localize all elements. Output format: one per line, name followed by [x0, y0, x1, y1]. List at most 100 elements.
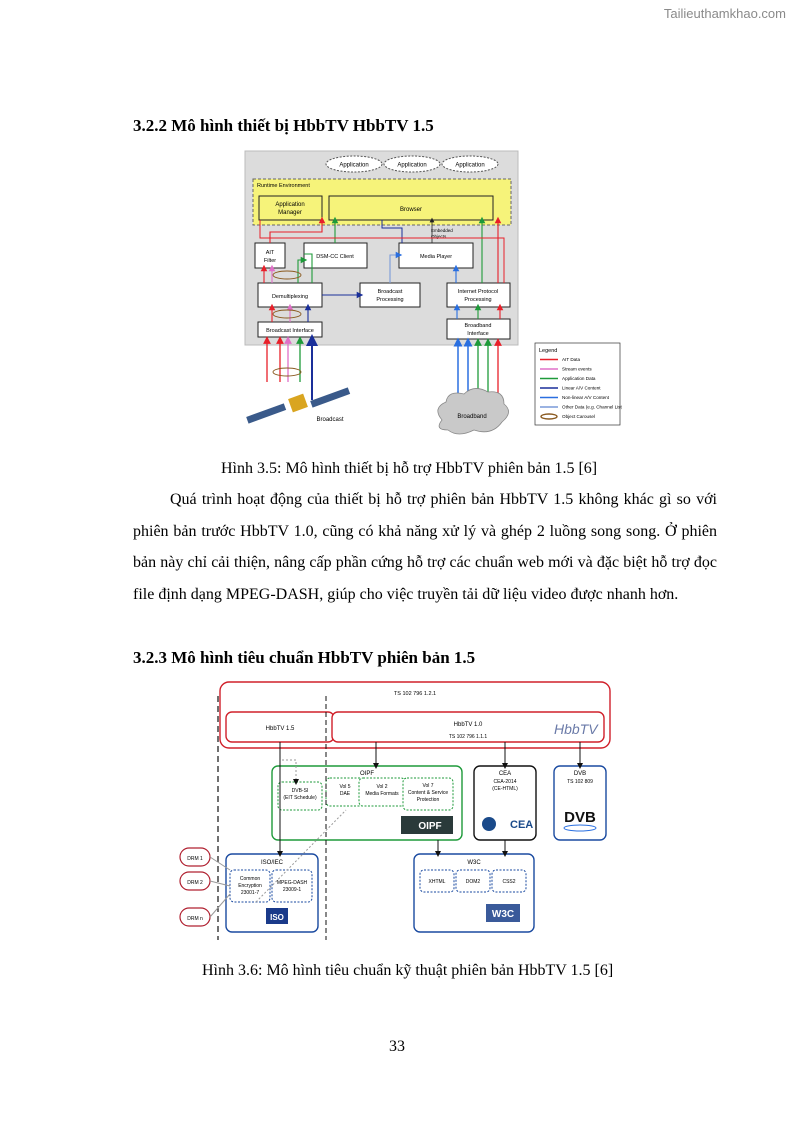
svg-text:DRM n: DRM n: [187, 916, 203, 922]
hbbtv-10-box: [331, 711, 605, 743]
figure-3-5-caption: Hình 3.5: Mô hình thiết bị hỗ trợ HbbTV …: [221, 460, 598, 477]
svg-text:Application: Application: [275, 202, 304, 208]
figure-3-6-standards-model: TS 102 796 1.2.1 HbbTV 1.5 HbbTV 1.0 TS …: [179, 681, 611, 940]
application-label-1: Application: [339, 163, 368, 169]
cea-logo-mark: [482, 817, 496, 831]
svg-text:DRM 2: DRM 2: [187, 880, 203, 886]
browser-label: Browser: [400, 207, 422, 213]
browser-box: [328, 195, 494, 221]
application-manager-box: [258, 195, 323, 221]
application-label-3: Application: [455, 163, 484, 169]
hbbtv-logo: HbbTV: [554, 721, 599, 737]
svg-text:Media Player: Media Player: [420, 254, 452, 260]
oipf-logo: [401, 816, 453, 834]
svg-text:Vol 7: Vol 7: [422, 783, 433, 789]
figure-3-5-device-model: Application Application Application Runt…: [244, 150, 622, 435]
svg-text:Media Formats: Media Formats: [365, 791, 399, 797]
svg-text:AIT: AIT: [266, 250, 275, 256]
legend-title: Legend: [539, 348, 557, 354]
object-carousel-ring-2: [272, 309, 302, 319]
broadband-cloud: [437, 388, 509, 435]
svg-text:Processing: Processing: [464, 297, 491, 303]
body-paragraph: Quá trình hoạt động của thiết bị hỗ trợ …: [133, 491, 717, 603]
dsmcc-client-box: [303, 242, 368, 269]
svg-text:DVB-SI: DVB-SI: [292, 788, 309, 794]
legend-label: Object Carousel: [562, 414, 595, 419]
iso-logo: [266, 908, 288, 924]
svg-text:HbbTV 1.5: HbbTV 1.5: [266, 726, 295, 732]
svg-text:Internet Protocol: Internet Protocol: [458, 289, 498, 295]
legend-swatch: [540, 413, 558, 420]
svg-text:CEA: CEA: [499, 771, 511, 777]
svg-text:ISO/IEC: ISO/IEC: [261, 860, 284, 866]
figure-3-6-caption: Hình 3.6: Mô hình tiêu chuẩn kỹ thuật ph…: [202, 962, 614, 979]
svg-text:DAE: DAE: [340, 791, 351, 797]
svg-text:Broadcast: Broadcast: [378, 289, 403, 295]
svg-text:TS 102 809: TS 102 809: [567, 779, 593, 785]
svg-text:Vol 2: Vol 2: [376, 784, 387, 790]
cea-logo: CEA: [510, 819, 533, 831]
svg-text:Broadband: Broadband: [465, 323, 492, 329]
svg-text:Content & Service: Content & Service: [408, 790, 449, 796]
legend-label: AIT Data: [562, 357, 580, 362]
svg-text:Broadcast Interface: Broadcast Interface: [266, 328, 314, 334]
watermark: Tailieuthamkhao.com: [663, 6, 786, 21]
svg-text:HbbTV 1.0: HbbTV 1.0: [454, 722, 483, 728]
broadcast-processing-box: [359, 282, 421, 308]
svg-text:23001-7: 23001-7: [241, 890, 260, 896]
runtime-label: Runtime Environment: [257, 183, 310, 189]
svg-text:23009-1: 23009-1: [283, 887, 302, 893]
svg-text:Demultiplexing: Demultiplexing: [272, 294, 308, 300]
svg-text:OIPF: OIPF: [418, 821, 441, 832]
svg-text:Filter: Filter: [264, 258, 276, 264]
svg-text:MPEG-DASH: MPEG-DASH: [277, 880, 308, 886]
svg-text:Interface: Interface: [467, 331, 488, 337]
legend-box: [534, 342, 621, 426]
object-carousel-ring-1: [272, 270, 302, 280]
legend-label: Application Data: [562, 376, 596, 381]
section-title-3-2-3: 3.2.3 Mô hình tiêu chuẩn HbbTV phiên bản…: [133, 648, 476, 667]
svg-text:CEA-2014: CEA-2014: [493, 779, 516, 785]
application-label-2: Application: [397, 163, 426, 169]
svg-text:OIPF: OIPF: [360, 771, 374, 777]
legend-label: Stream events: [562, 367, 592, 372]
satellite-icon: [246, 387, 351, 424]
broadcast-source-label: Broadcast: [316, 417, 343, 423]
svg-text:DSM-CC Client: DSM-CC Client: [316, 254, 354, 260]
demultiplexing-box: [257, 282, 323, 308]
application-ellipse-3: [441, 155, 499, 173]
svg-text:ISO: ISO: [270, 913, 284, 922]
svg-text:W3C: W3C: [467, 860, 481, 866]
svg-text:CSS2: CSS2: [502, 879, 515, 885]
legend-label: Other Data (e.g. Channel List): [562, 405, 622, 410]
svg-text:TS 102 796 1.2.1: TS 102 796 1.2.1: [394, 691, 436, 697]
legend-label: Linear A/V Content: [562, 386, 601, 391]
svg-text:(CE-HTML): (CE-HTML): [492, 786, 518, 792]
svg-text:Encryption: Encryption: [238, 883, 262, 889]
application-ellipse-2: [383, 155, 441, 173]
svg-text:Processing: Processing: [376, 297, 403, 303]
svg-text:Objects: Objects: [431, 234, 447, 239]
section-title-3-2-2: 3.2.2 Mô hình thiết bị HbbTV HbbTV 1.5: [133, 116, 434, 135]
svg-text:W3C: W3C: [492, 909, 514, 920]
svg-text:(EIT Schedule): (EIT Schedule): [283, 795, 317, 801]
application-ellipse-1: [325, 155, 383, 173]
media-player-box: [398, 242, 474, 269]
svg-text:TS 102 796 1.1.1: TS 102 796 1.1.1: [449, 734, 488, 740]
svg-text:DOM2: DOM2: [466, 879, 481, 885]
svg-text:DVB: DVB: [574, 771, 586, 777]
page-number: 33: [389, 1038, 405, 1055]
svg-text:Embedded: Embedded: [431, 228, 453, 233]
dvb-box: [553, 765, 607, 841]
internet-processing-box: [446, 282, 511, 308]
legend-label: Non-linear A/V Content: [562, 395, 610, 400]
svg-text:Vol 5: Vol 5: [339, 784, 350, 790]
w3c-logo: [486, 904, 520, 922]
svg-text:Protection: Protection: [417, 797, 440, 803]
svg-text:Common: Common: [240, 876, 261, 882]
svg-text:Manager: Manager: [278, 210, 302, 216]
svg-text:DRM 1: DRM 1: [187, 856, 203, 862]
svg-text:XHTML: XHTML: [429, 879, 446, 885]
broadband-source-label: Broadband: [457, 414, 486, 420]
